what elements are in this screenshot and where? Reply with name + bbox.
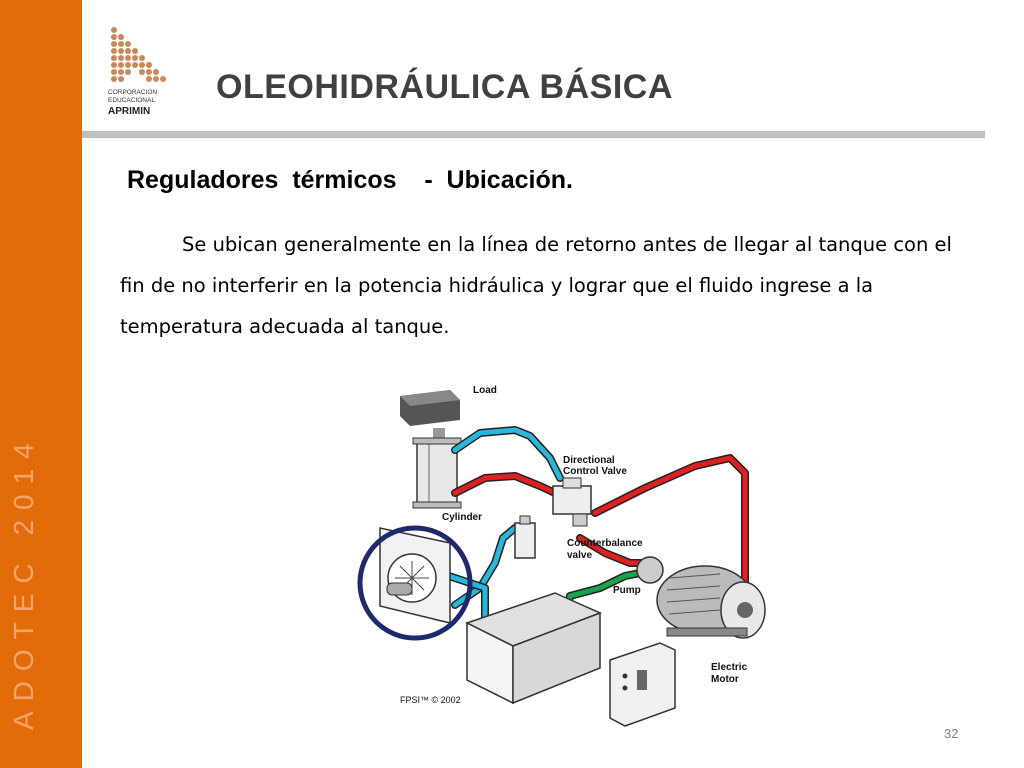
svg-text:APRIMIN: APRIMIN <box>108 106 150 117</box>
body-paragraph-text: Se ubican generalmente en la línea de re… <box>120 233 952 338</box>
control-box <box>609 642 676 727</box>
electric-motor <box>656 565 766 639</box>
label-motor-2: Motor <box>711 674 739 685</box>
label-directional-2: Control Valve <box>563 466 627 477</box>
label-pump: Pump <box>613 585 641 596</box>
pump <box>636 556 664 584</box>
label-motor-1: Electric <box>711 662 748 673</box>
page-title: OLEOHIDRÁULICA BÁSICA <box>216 68 673 106</box>
counterbalance-valve <box>514 515 536 559</box>
section-subtitle: Reguladores térmicos - Ubicación. <box>127 166 573 194</box>
heat-exchanger <box>379 527 451 624</box>
label-counterbalance-1: Counterbalance <box>567 538 643 549</box>
reservoir-tank <box>465 592 602 705</box>
label-load: Load <box>473 385 497 396</box>
label-counterbalance-2: valve <box>567 550 592 561</box>
directional-valve <box>552 477 592 527</box>
header-divider <box>82 131 985 138</box>
page-number: 32 <box>944 726 959 741</box>
cylinder <box>412 437 462 509</box>
svg-text:EDUCACIONAL: EDUCACIONAL <box>108 97 155 104</box>
highlight-circle <box>357 525 473 641</box>
pressure-lines <box>451 454 749 587</box>
label-copyright: FPSI™ © 2002 <box>400 695 461 705</box>
body-paragraph: Se ubican generalmente en la línea de re… <box>120 224 980 347</box>
label-cylinder: Cylinder <box>442 512 482 523</box>
label-directional-1: Directional <box>563 455 615 466</box>
return-lines <box>436 426 564 627</box>
sidebar-band: ADOTEC 2014 <box>0 0 82 768</box>
sidebar-vertical-text: ADOTEC 2014 <box>8 433 39 730</box>
load-block <box>400 390 460 440</box>
hydraulic-circuit-diagram: Load Directional Control Valve Cylinder … <box>357 385 766 727</box>
corporation-logo: CORPORACION EDUCACIONAL APRIMIN <box>108 27 166 117</box>
svg-text:CORPORACION: CORPORACION <box>108 89 157 96</box>
